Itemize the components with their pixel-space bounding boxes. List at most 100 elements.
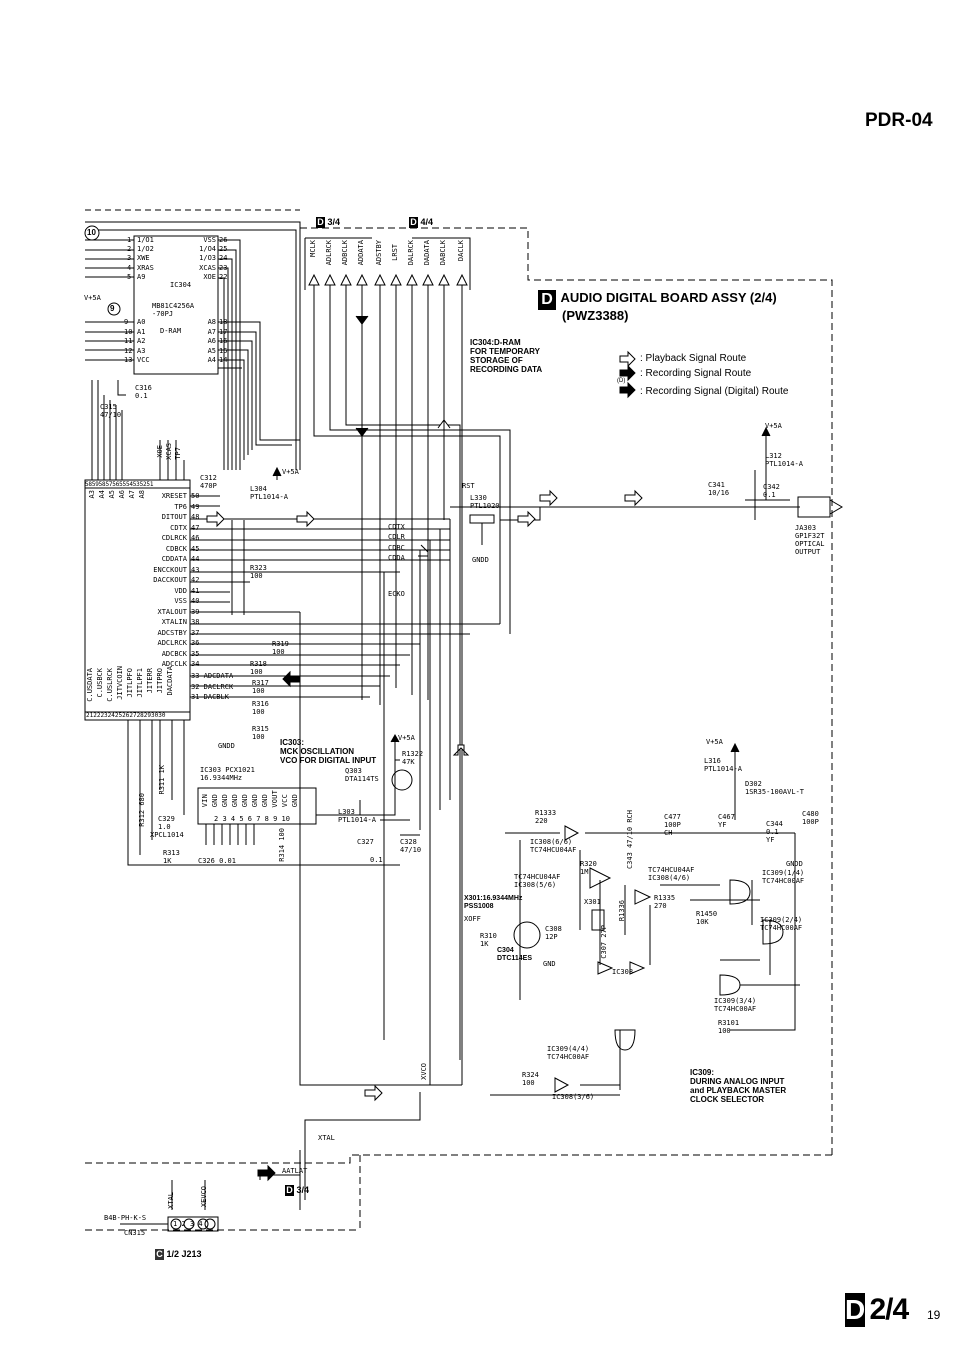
d-badge-icon: D: [285, 1185, 294, 1196]
pin-cuslrck: C.USLRCK: [106, 668, 114, 702]
conn-label-xtal: XTAL: [167, 1192, 175, 1209]
xpcl-label: XPCL1014: [150, 831, 184, 839]
gndd-right: GNDD: [786, 860, 803, 868]
ic304-name: IC304: [170, 281, 192, 289]
r1336-label: R1336: [618, 900, 626, 922]
pin-cusdata: C.USDATA: [86, 668, 94, 702]
gndd-l330: GNDD: [472, 556, 489, 564]
footer-d-badge: D: [845, 1293, 866, 1327]
gnd-x301: GND: [543, 960, 556, 968]
addr-a5: A5: [108, 490, 116, 499]
connector-part: B4B-PH-K-S: [104, 1214, 147, 1222]
vcc-left: V+5A: [84, 294, 101, 302]
signal-dalrck: DALRCK: [407, 240, 415, 266]
board-part-number: (PWZ3388): [562, 308, 629, 323]
ic309c-label: IC309(3/4)TC74HC00AF: [714, 997, 757, 1013]
pin-xcas: XCAS: [165, 443, 173, 460]
ic304-part: MB81C4256A-70PJ: [152, 302, 195, 318]
signal-daclk: DACLK: [457, 240, 465, 262]
ic304-type: D-RAM: [160, 327, 182, 335]
ic303-nums: 2 3 4 5 6 7 8 9 10: [214, 815, 290, 823]
sig-cdda: CDDA: [388, 554, 405, 562]
pin-jitpro: JITPRO: [156, 668, 164, 694]
x301-label: X301: [584, 898, 601, 906]
signal-dadata: DADATA: [423, 240, 431, 266]
addr-a3: A3: [88, 490, 96, 499]
signal-lrst: LRST: [391, 244, 399, 261]
pin-jitlpf1: JITLPF1: [136, 668, 144, 698]
signal-addata: ADDATA: [357, 240, 365, 266]
ic309b-label: IC309(2/4)TC74HC00AF: [760, 916, 803, 932]
r311-label: R311 1K: [158, 765, 166, 795]
model-title: PDR-04: [865, 110, 933, 131]
net-xtal: XTAL: [318, 1134, 335, 1142]
r314-label: R314 100: [278, 828, 286, 862]
footer-page-ref: D 2/4: [845, 1293, 909, 1327]
d-badge-icon: D: [409, 217, 418, 228]
ic308e-label: IC308(3/6): [552, 1093, 595, 1101]
c-badge-icon: C: [155, 1249, 164, 1260]
signal-dabclk: DABCLK: [439, 240, 447, 266]
ref-connector: C 1/2 J213: [155, 1249, 202, 1260]
pin-xoe: XOE: [156, 445, 164, 458]
pin-jitvcoin: JITVCOIN: [116, 666, 124, 700]
legend-playback: : Playback Signal Route: [640, 353, 747, 364]
note-ic309: IC309:DURING ANALOG INPUT and PLAYBACK M…: [690, 1068, 787, 1104]
ic309d-label: IC309(4/4)TC74HC00AF: [547, 1045, 590, 1061]
r312-label: R312 680: [138, 793, 146, 827]
ref-4-4: D 4/4: [409, 217, 434, 228]
legend-digital-mark: (D): [617, 378, 626, 384]
vcc-l312: V+5A: [765, 422, 782, 430]
pin-cusbck: C.USBCK: [96, 668, 104, 698]
sig-cdtx: CDTX: [388, 523, 405, 531]
sig-cdbc: CDBC: [388, 544, 405, 552]
net-aatlat: AATLAT: [282, 1167, 308, 1175]
conn-label-xevco: XEVCO: [200, 1186, 208, 1208]
addr-a4: A4: [98, 490, 106, 499]
main-ic-top-nums: 58595857565554535251: [85, 481, 154, 488]
d-badge-icon: D: [316, 217, 325, 228]
sig-cdlr: CDLR: [388, 533, 405, 541]
signal-adbclk: ADBCLK: [341, 240, 349, 266]
legend-recording: : Recording Signal Route: [640, 368, 752, 379]
board-title: AUDIO DIGITAL BOARD ASSY (2/4): [560, 290, 777, 305]
net-xvco: XVCO: [420, 1063, 428, 1080]
signal-adstby: ADSTBY: [375, 240, 383, 266]
ic309a-label: IC309(1/4)TC74HC00AF: [762, 869, 805, 885]
